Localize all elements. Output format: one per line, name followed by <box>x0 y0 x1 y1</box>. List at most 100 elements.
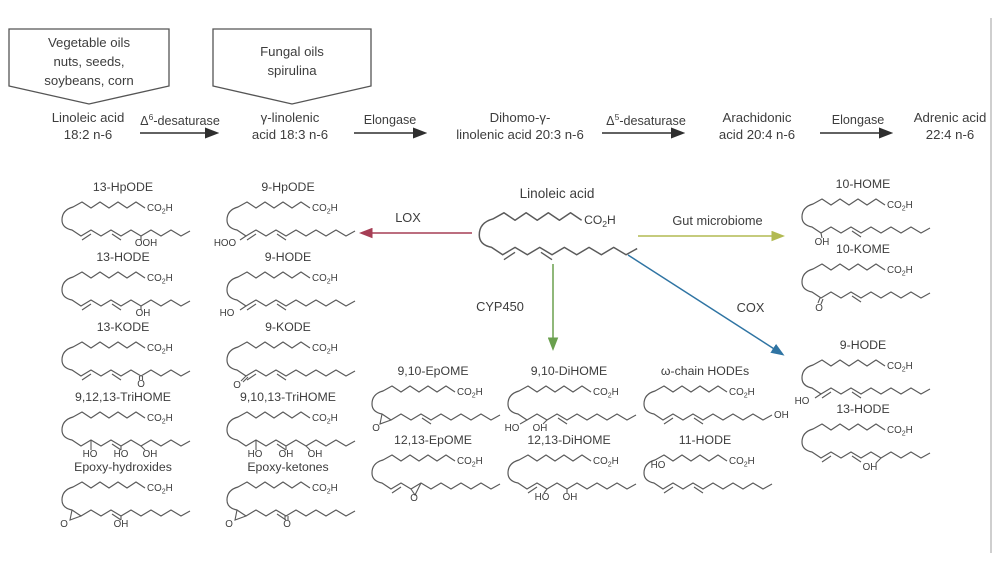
substituent-label: OH <box>863 462 878 473</box>
molecule-structure: CO2H O <box>371 454 501 504</box>
molecule-label: 12,13-EpOME <box>394 433 472 447</box>
molecule-structure: CO2H OOH <box>61 201 191 249</box>
double-bond <box>111 513 122 521</box>
cyp450-label: CYP450 <box>476 299 524 314</box>
substituent-label: HO <box>651 460 666 471</box>
co2h-label: CO2H <box>147 203 173 216</box>
enzyme-d5-desaturase: Δ5-desaturase <box>588 112 704 128</box>
molecule-structure: CO2H O O <box>225 481 356 530</box>
co2h-label: CO2H <box>593 456 619 469</box>
ketone-bond <box>240 375 249 383</box>
co2h-label: CO2H <box>312 413 338 426</box>
ketone-bond <box>138 376 144 380</box>
bond-stub <box>814 393 822 399</box>
compound-line2: acid 20:4 n-6 <box>718 127 796 142</box>
co2h-label: CO2H <box>887 200 913 213</box>
molecule-10-kome: 10-KOME CO2H O <box>788 242 938 314</box>
molecule-13-hode-cox: 13-HODE CO2H OH <box>788 402 938 473</box>
molecule-label: 12,13-DiHOME <box>527 433 611 447</box>
molecule-9-10-dihome: 9,10-DiHOME CO2H HO OH <box>494 364 644 434</box>
enzyme-symbol: Δ <box>606 114 615 129</box>
co2h-label: CO2H <box>147 413 173 426</box>
molecule-structure: CO2H HO OH OH <box>226 411 356 460</box>
molecule-13-hode: 13-HODE CO2H OH <box>48 250 198 319</box>
source-box-line: spirulina <box>267 63 317 78</box>
substituent-label: HO <box>248 449 263 460</box>
molecule-structure: CO2H HOO <box>214 201 356 249</box>
compound-line2: linolenic acid 20:3 n-6 <box>456 127 584 142</box>
source-box-line: nuts, seeds, <box>53 54 125 69</box>
compound-linoleic-acid: Linoleic acid 18:2 n-6 <box>28 109 148 143</box>
double-bond <box>246 373 287 381</box>
molecule-structure: CO2H HO <box>220 271 356 319</box>
molecule-epoxy-ketones: Epoxy-ketones CO2H O O <box>213 460 363 530</box>
molecule-label: 9,10-DiHOME <box>530 364 608 378</box>
molecule-structure: CO2H O <box>226 341 356 391</box>
bond-stub <box>820 232 823 239</box>
molecule-label: Epoxy-hydroxides <box>74 460 172 474</box>
center-structure: CO2H <box>478 212 638 261</box>
co2h-label: CO2H <box>312 203 338 216</box>
molecule-label: 10-KOME <box>836 242 890 256</box>
compound-line1: Adrenic acid <box>913 110 987 125</box>
co2h-label: CO2H <box>584 213 616 229</box>
pennant-outline <box>8 28 170 105</box>
ketone-bond <box>817 297 824 305</box>
molecule-structure: CO2H HO <box>643 454 773 494</box>
substituent-label: HO <box>505 423 520 434</box>
molecule-structure: CO2H HO OH <box>505 385 637 434</box>
substituent-label: OH <box>815 237 830 248</box>
substituent-label: HO <box>83 449 98 460</box>
source-box-line: Vegetable oils <box>47 35 131 50</box>
molecule-epoxy-hydroxides: Epoxy-hydroxides CO2H O OH <box>48 460 198 530</box>
co2h-label: CO2H <box>147 343 173 356</box>
double-bond <box>421 417 432 425</box>
double-bond <box>276 443 287 451</box>
substituent-label: O <box>410 493 418 504</box>
molecule-label: ω-chain HODEs <box>660 364 750 378</box>
enzyme-symbol: Δ <box>140 114 149 129</box>
compound-line1: γ-linolenic <box>260 110 320 125</box>
enzyme-name: Elongase <box>831 113 885 127</box>
molecule-9-10-13-trihome: 9,10,13-TriHOME CO2H HO OH OH <box>213 390 363 460</box>
molecule-label: 13-HODE <box>96 250 150 264</box>
compound-arachidonic: Arachidonic acid 20:4 n-6 <box>695 109 819 143</box>
substituent-label: O <box>283 519 291 530</box>
co2h-label: CO2H <box>312 483 338 496</box>
enzyme-name: -desaturase <box>619 114 686 129</box>
double-bond <box>81 303 122 311</box>
co2h-label: CO2H <box>887 425 913 438</box>
substituent-label: OH <box>279 449 294 460</box>
double-bond <box>111 443 122 451</box>
double-bond <box>503 251 553 261</box>
molecule-omega-chain-hodes: ω-chain HODEs CO2H OH <box>630 364 789 431</box>
molecule-structure: CO2H OH <box>801 198 931 248</box>
co2h-label: CO2H <box>147 483 173 496</box>
compound-line1: Linoleic acid <box>51 110 125 125</box>
molecule-structure: CO2H OH <box>61 271 191 319</box>
co2h-label: CO2H <box>457 456 483 469</box>
co2h-label: CO2H <box>887 265 913 278</box>
molecule-structure: CO2H OH <box>643 385 789 425</box>
substituent-label: O <box>225 519 233 530</box>
molecule-label: 11-HODE <box>678 433 732 447</box>
page-edge-line <box>990 18 992 553</box>
substituent-label: OH <box>136 308 151 319</box>
substituent-label: O <box>233 380 241 391</box>
molecule-12-13-epome: 12,13-EpOME CO2H O <box>358 433 508 504</box>
co2h-label: CO2H <box>147 273 173 286</box>
molecule-structure: CO2H OH <box>801 423 931 473</box>
double-bond <box>821 391 862 399</box>
compound-gamma-linolenic: γ-linolenic acid 18:3 n-6 <box>228 109 352 143</box>
substituent-label: O <box>60 519 68 530</box>
substituent-label: HO <box>114 449 129 460</box>
bond-stub <box>239 235 247 241</box>
substituent-label: OOH <box>135 238 157 249</box>
source-box-fungal-oils: Fungal oils spirulina <box>212 28 372 106</box>
molecule-9-hpode: 9-HpODE CO2H HOO <box>213 180 363 249</box>
molecule-label: 13-KODE <box>96 320 150 334</box>
co2h-label: CO2H <box>312 273 338 286</box>
compound-dihomo-gamma-linolenic: Dihomo-γ- linolenic acid 20:3 n-6 <box>428 109 612 143</box>
compound-line2: 22:4 n-6 <box>925 127 975 142</box>
molecule-label: 9,12,13-TriHOME <box>75 390 171 404</box>
